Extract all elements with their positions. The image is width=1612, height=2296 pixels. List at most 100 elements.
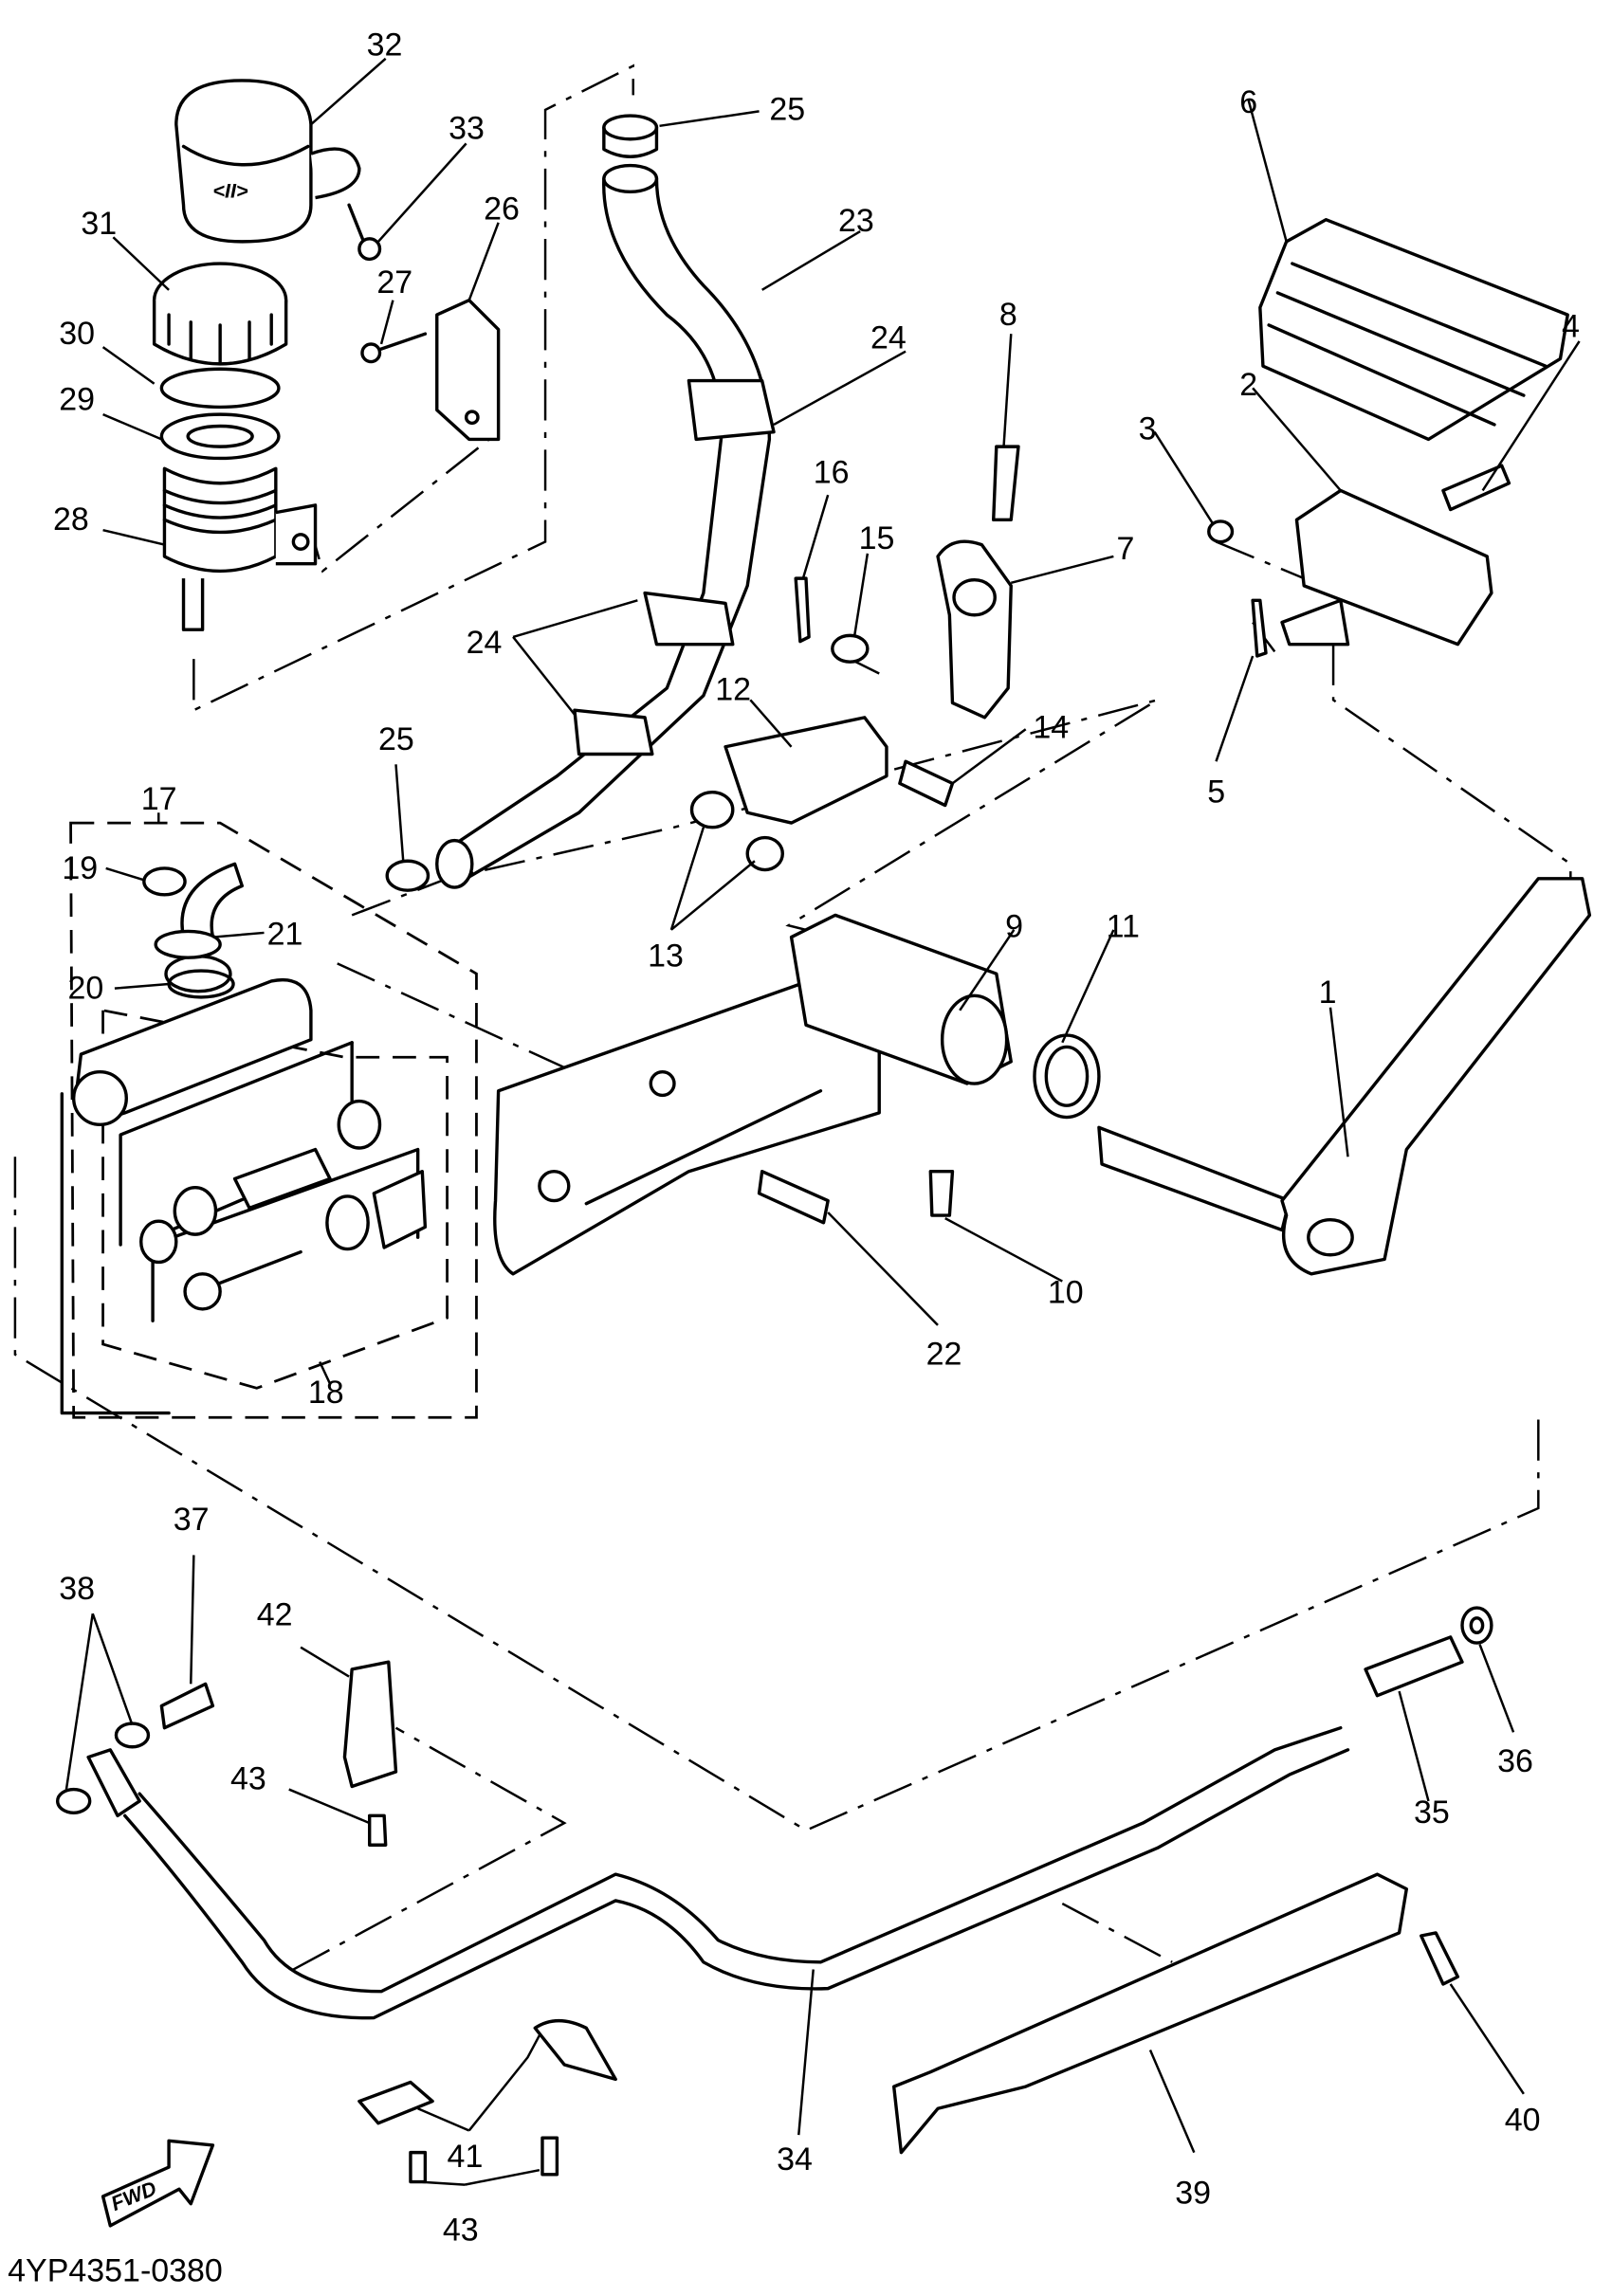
part-pedal-bracket[interactable] (1280, 488, 1493, 647)
part-washer-15[interactable] (831, 633, 870, 664)
part-hose-holder-42[interactable] (342, 1660, 398, 1789)
leader-lines (64, 57, 1581, 2186)
part-reservoir-tank[interactable] (162, 466, 318, 631)
callout-3[interactable]: 3 (1139, 410, 1157, 446)
callout-42[interactable]: 42 (257, 1597, 293, 1633)
part-bolt-27[interactable] (360, 332, 428, 364)
part-cotter-pin-16[interactable] (794, 576, 811, 644)
callout-15[interactable]: 15 (859, 520, 895, 556)
part-pedal-rubber[interactable] (1258, 217, 1569, 442)
part-return-spring[interactable] (1033, 1033, 1101, 1120)
callout-11[interactable]: 11 (1107, 909, 1140, 945)
callout-2[interactable]: 2 (1239, 367, 1257, 403)
callout-5[interactable]: 5 (1207, 774, 1225, 810)
callout-35[interactable]: 35 (1414, 1795, 1450, 1831)
part-hose-holder-41a[interactable] (357, 2080, 434, 2125)
callout-16[interactable]: 16 (814, 455, 850, 491)
callout-24-top[interactable]: 24 (870, 320, 907, 356)
part-gasket-38b[interactable] (55, 1787, 92, 1814)
part-screw-33[interactable] (347, 203, 382, 262)
part-bolt-8[interactable] (992, 445, 1020, 522)
callout-8[interactable]: 8 (999, 297, 1017, 333)
callout-43-upper[interactable]: 43 (230, 1761, 266, 1797)
callout-31[interactable]: 31 (81, 206, 117, 242)
part-nut-13a[interactable] (689, 790, 735, 829)
part-bolt-43c[interactable] (540, 2136, 559, 2177)
part-bolt-40[interactable] (1420, 1931, 1460, 1986)
part-lever-arm[interactable] (936, 539, 1013, 720)
callout-23[interactable]: 23 (838, 203, 874, 239)
callout-41[interactable]: 41 (448, 2139, 484, 2175)
callout-20[interactable]: 20 (68, 970, 104, 1006)
part-union-bolt-37[interactable] (159, 1682, 215, 1730)
forward-direction-arrow: FWD (101, 2139, 215, 2228)
drawing-code: 4YP4351-0380 (8, 2253, 223, 2289)
callout-33[interactable]: 33 (449, 111, 485, 147)
part-bolt-43b[interactable] (409, 2150, 428, 2184)
callout-10[interactable]: 10 (1048, 1275, 1084, 1311)
callout-22[interactable]: 22 (926, 1337, 962, 1373)
part-circlip[interactable] (142, 866, 187, 897)
part-hose-clamp-top[interactable] (602, 114, 659, 158)
part-reservoir-cap[interactable] (152, 262, 288, 366)
callout-6[interactable]: 6 (1239, 84, 1257, 120)
part-pin-14[interactable] (898, 759, 955, 808)
part-bolt-10[interactable] (928, 1170, 955, 1217)
callout-7[interactable]: 7 (1116, 531, 1134, 567)
part-hose-holder-41b[interactable] (533, 2018, 617, 2082)
callout-29[interactable]: 29 (59, 382, 95, 418)
callout-21[interactable]: 21 (267, 916, 303, 952)
callout-19[interactable]: 19 (62, 850, 98, 886)
part-hose-clip-2[interactable] (643, 591, 735, 647)
callout-37[interactable]: 37 (174, 1502, 210, 1538)
part-master-cylinder[interactable] (71, 954, 313, 1126)
part-pedal-holder[interactable] (493, 913, 1013, 1276)
part-clevis[interactable] (724, 716, 888, 825)
svg-text:<II>: <II> (212, 179, 248, 203)
part-bolt-43a[interactable] (367, 1813, 388, 1847)
part-hose-clip-3[interactable] (573, 708, 654, 756)
part-hose-clamp-lower[interactable] (385, 859, 430, 892)
callout-28[interactable]: 28 (53, 501, 89, 538)
callout-43-lower[interactable]: 43 (443, 2212, 479, 2248)
part-reservoir-hose[interactable] (435, 163, 772, 889)
part-gasket-38a[interactable] (114, 1722, 151, 1749)
part-reservoir-cover[interactable]: <II> (174, 79, 361, 244)
callout-36[interactable]: 36 (1497, 1743, 1533, 1779)
callout-26[interactable]: 26 (484, 191, 520, 228)
callout-17[interactable]: 17 (141, 781, 177, 817)
callout-40[interactable]: 40 (1505, 2102, 1541, 2138)
callout-14[interactable]: 14 (1033, 710, 1069, 746)
part-kit-internals[interactable] (139, 1099, 428, 1311)
callout-25-lower[interactable]: 25 (378, 721, 414, 757)
callout-4[interactable]: 4 (1562, 308, 1580, 344)
callout-1[interactable]: 1 (1319, 975, 1337, 1011)
part-nut-13b[interactable] (745, 835, 784, 872)
callout-25-top[interactable]: 25 (769, 92, 805, 128)
callout-9[interactable]: 9 (1005, 909, 1023, 945)
part-gasket-36[interactable] (1460, 1606, 1493, 1645)
part-hose-joint[interactable] (154, 862, 245, 959)
callout-30[interactable]: 30 (59, 316, 95, 352)
callout-27[interactable]: 27 (376, 264, 412, 301)
part-brake-hose[interactable] (86, 1725, 1350, 2020)
callout-18[interactable]: 18 (308, 1375, 344, 1411)
part-hose-clip-1[interactable] (687, 378, 776, 442)
callout-39[interactable]: 39 (1175, 2176, 1211, 2212)
callout-12[interactable]: 12 (715, 671, 751, 707)
part-hose-guide[interactable] (891, 1872, 1409, 2155)
part-diaphragm[interactable] (159, 367, 281, 461)
part-reservoir-bracket[interactable] (435, 298, 501, 442)
part-union-bolt-35[interactable] (1364, 1635, 1464, 1698)
callout-labels: 32 33 31 26 27 30 29 28 25 23 24 24 25 8… (53, 27, 1580, 2249)
callout-13[interactable]: 13 (648, 938, 684, 974)
part-bolt-22[interactable] (757, 1170, 830, 1225)
part-washer-3[interactable] (1207, 519, 1235, 544)
callout-24-lower[interactable]: 24 (467, 625, 503, 661)
callout-38[interactable]: 38 (59, 1571, 95, 1607)
callout-32[interactable]: 32 (367, 27, 403, 64)
callout-34[interactable]: 34 (777, 2141, 813, 2178)
part-cotter-pin-5[interactable] (1251, 598, 1268, 658)
part-brake-pedal[interactable] (1097, 877, 1592, 1276)
part-pin-4[interactable] (1441, 464, 1511, 512)
